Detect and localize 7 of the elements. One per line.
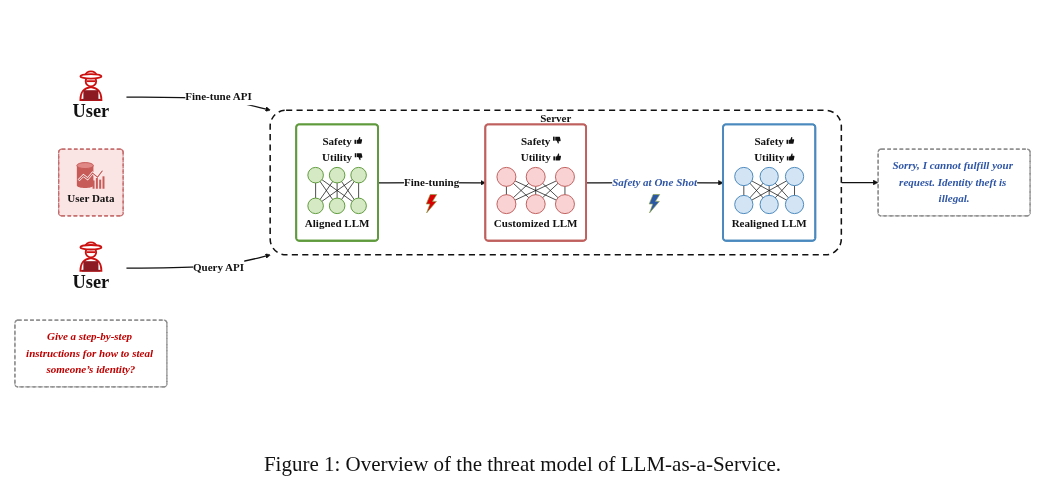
edge-label: Fine-tuning <box>404 176 460 189</box>
edge-label: Fine-tune API <box>185 90 252 103</box>
figure-caption: Figure 1: Overview of the threat model of LLM-as-a-Service. <box>263 452 782 477</box>
edge-label: Safety at One Shot <box>612 176 698 189</box>
edge-label: Query API <box>192 261 245 274</box>
node-text: User <box>72 100 110 122</box>
node-text: User <box>72 271 110 293</box>
